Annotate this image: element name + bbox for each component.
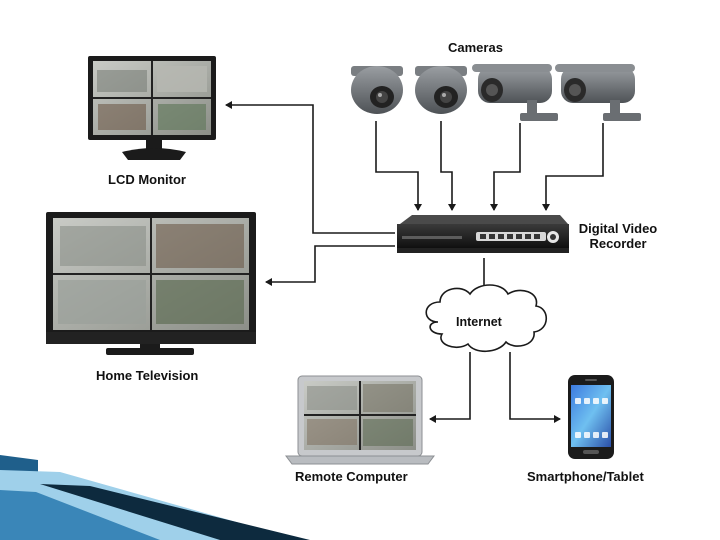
internet-label: Internet	[456, 315, 502, 329]
camera-dome-2-icon	[415, 66, 467, 114]
home-television-icon	[46, 212, 256, 355]
dvr-label: Digital Video Recorder	[572, 221, 664, 251]
dvr-label-line1: Digital Video	[578, 221, 658, 236]
camera-bullet-2-icon	[555, 64, 641, 121]
smartphone-tablet-label: Smartphone/Tablet	[527, 469, 644, 484]
camera-bullet-1-icon	[472, 64, 558, 121]
remote-computer-icon	[285, 375, 435, 465]
remote-computer-label: Remote Computer	[295, 469, 408, 484]
slide-decoration	[0, 455, 310, 540]
camera-dome-1-icon	[351, 66, 403, 114]
dvr-label-line2: Recorder	[589, 236, 647, 251]
internet-cloud-icon	[425, 284, 548, 353]
cameras-label: Cameras	[448, 40, 503, 55]
home-television-label: Home Television	[96, 368, 199, 383]
dvr-device-icon	[397, 215, 569, 253]
lcd-monitor-icon	[88, 56, 216, 160]
display-arrows	[225, 101, 488, 296]
lcd-monitor-label: LCD Monitor	[108, 172, 186, 187]
smartphone-icon	[568, 375, 614, 459]
camera-arrows	[375, 121, 604, 211]
remote-arrows	[429, 352, 561, 423]
